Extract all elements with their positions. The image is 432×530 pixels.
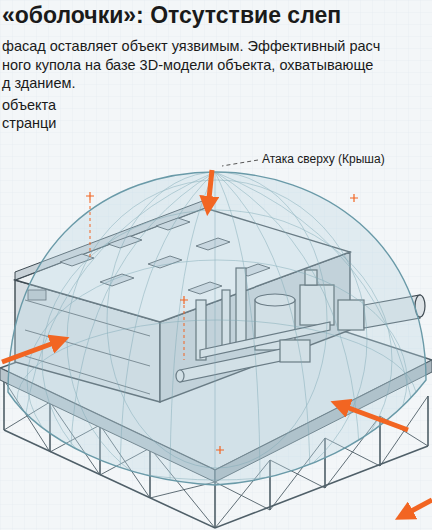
body-text: ного купола на базе 3D-модели объекта, о…: [2, 57, 373, 73]
body-text: фасад оставляет объект уязвимым. Эффекти…: [2, 38, 380, 54]
attack-label: Атака сверху (Крыша): [262, 152, 385, 166]
diagram-title: «оболочки»: Отсутствие слеп: [2, 2, 341, 29]
body-text: странци: [2, 115, 56, 131]
text-holder: д зданием.: [2, 75, 76, 91]
text-holder: Атака сверху (Крыша): [262, 152, 385, 166]
text-holder: ного купола на базе 3D-модели объекта, о…: [2, 57, 373, 73]
body-text: объекта: [2, 97, 56, 113]
text-holder: странци: [2, 115, 56, 131]
text-holder: «оболочки»: Отсутствие слеп: [2, 2, 341, 29]
text-holder: объекта: [2, 97, 56, 113]
body-text: д зданием.: [2, 75, 76, 91]
text-holder: фасад оставляет объект уязвимым. Эффекти…: [2, 38, 380, 54]
